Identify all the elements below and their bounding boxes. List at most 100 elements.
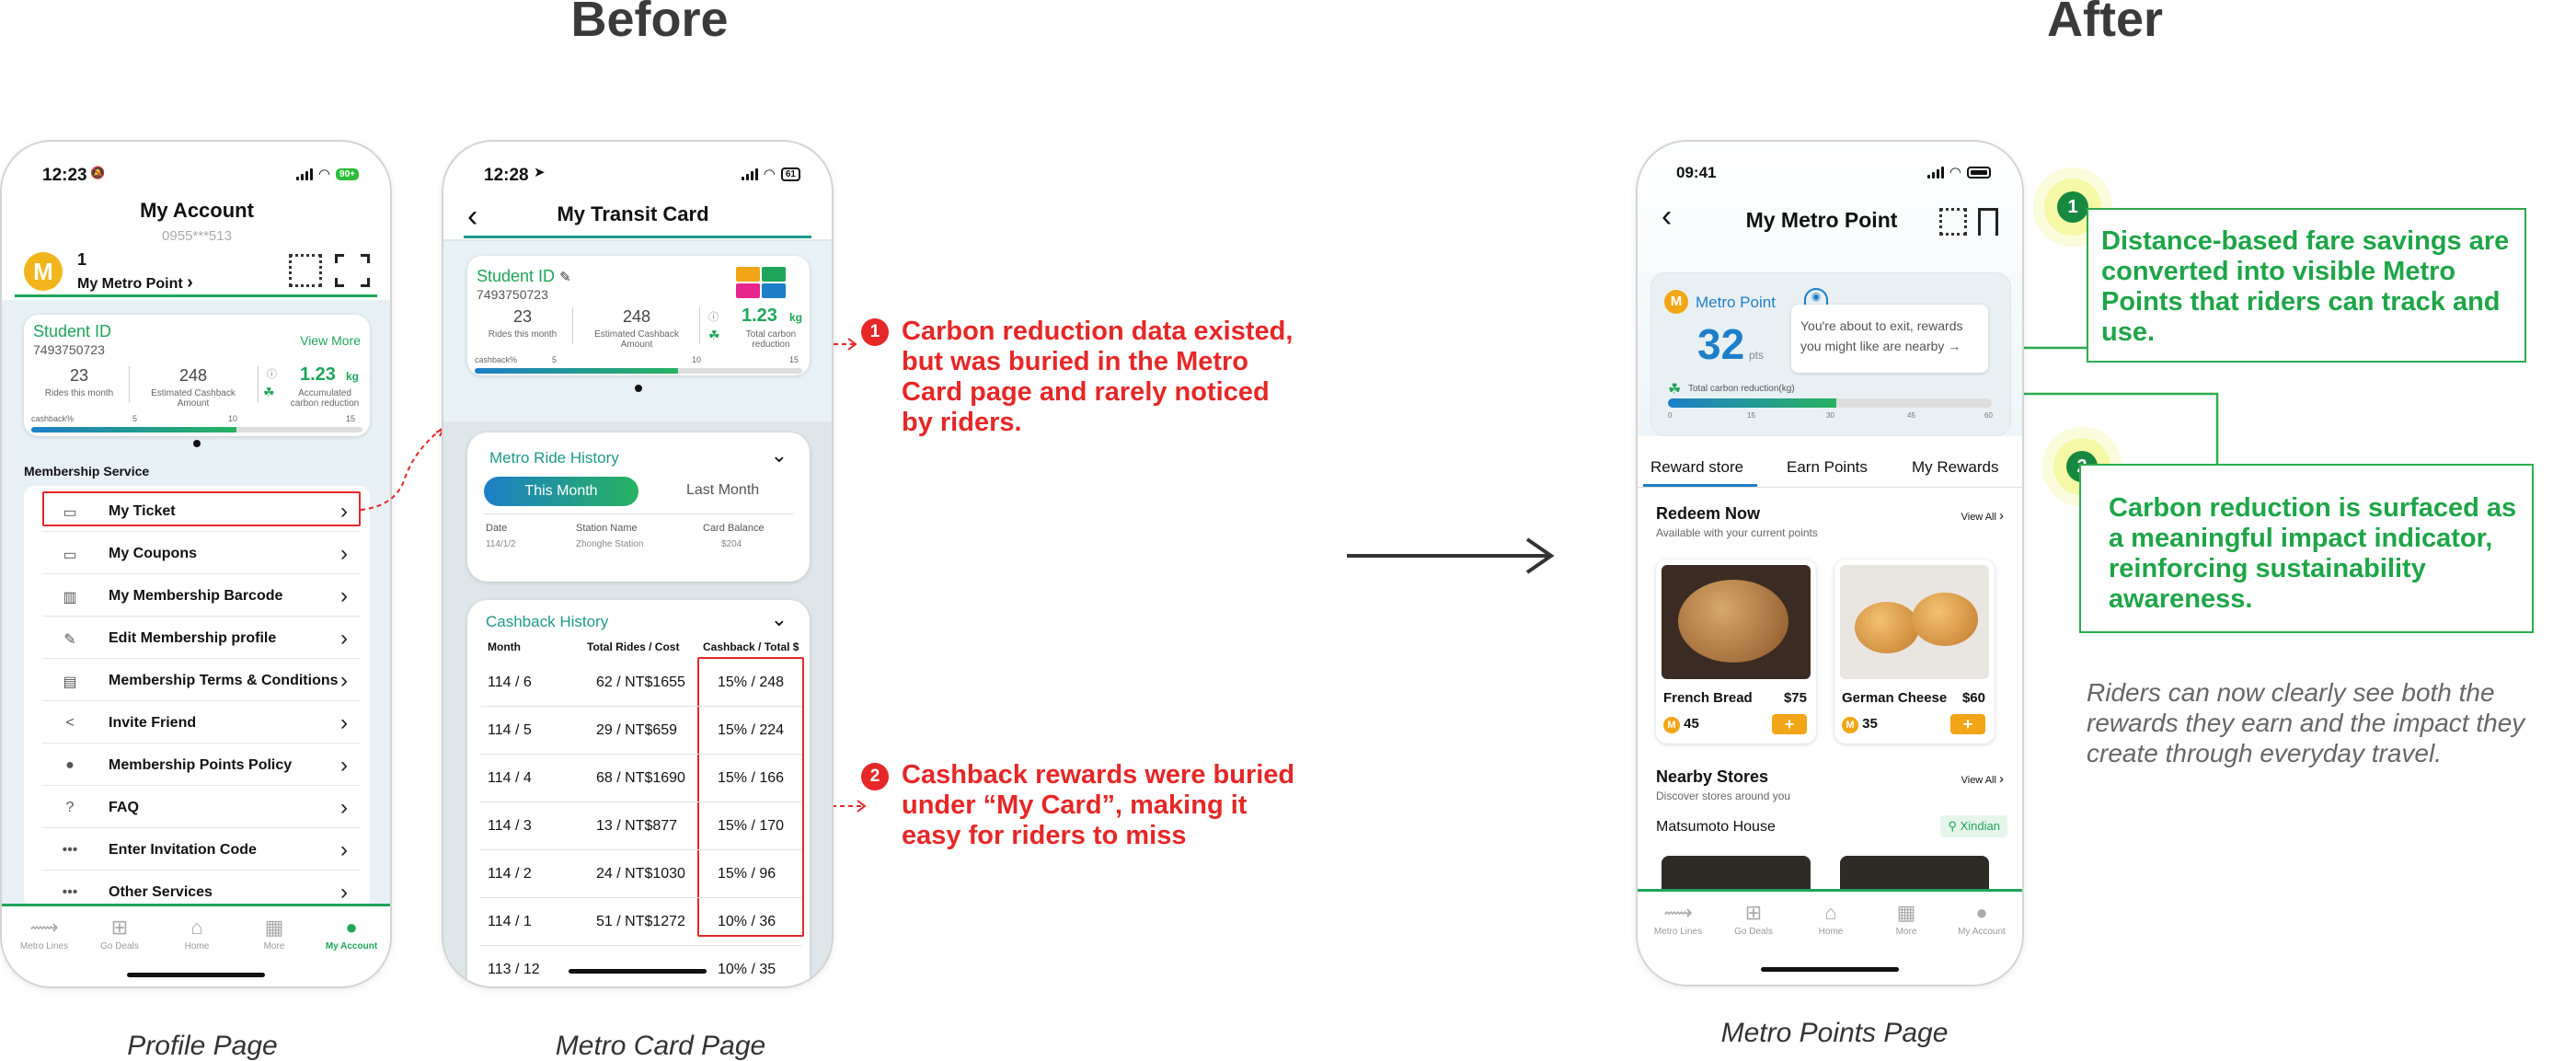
menu-item[interactable]: ▥My Membership Barcode› xyxy=(42,576,361,617)
back-chevron-icon[interactable]: ‹ xyxy=(467,199,478,234)
card-brand-logo-icon xyxy=(736,267,786,300)
tab-reward-store[interactable]: Reward store xyxy=(1650,458,1744,476)
note-line: a meaningful impact indicator, xyxy=(2109,524,2493,553)
nav-label: Home xyxy=(1818,927,1844,937)
chevron-down-icon[interactable]: ⌄ xyxy=(770,607,788,630)
chevron-down-icon[interactable]: ⌄ xyxy=(770,444,788,467)
menu-item[interactable]: <Invite Friend› xyxy=(42,703,361,744)
chevron-right-icon: › xyxy=(340,540,348,566)
view-all-nearby-link[interactable]: View All › xyxy=(1961,771,2004,787)
battery-icon xyxy=(1967,166,1991,179)
nav-metro-lines[interactable]: ⟿Metro Lines xyxy=(1641,901,1715,937)
menu-item-label: Edit Membership profile xyxy=(109,629,277,646)
tab-this-month[interactable]: This Month xyxy=(484,477,638,506)
cell-month: 114 / 1 xyxy=(488,914,532,929)
back-chevron-icon[interactable]: ‹ xyxy=(1662,199,1673,234)
tab-last-month[interactable]: Last Month xyxy=(686,482,760,498)
points-card[interactable]: M Metro Point ◉ 32 pts You're about to e… xyxy=(1650,272,2011,436)
menu-item[interactable]: ✎Edit Membership profile› xyxy=(42,618,361,659)
status-bar: 12:23 🔕 ◠ 90+ xyxy=(2,142,390,197)
status-time: 12:28 xyxy=(484,166,529,185)
cell-rides-cost: 62 / NT$1655 xyxy=(596,675,685,690)
menu-item[interactable]: •••Enter Invitation Code› xyxy=(42,830,361,871)
cashback-progress xyxy=(31,427,362,432)
transit-student-card[interactable]: Student ID ✎ 7493750723 23 Rides this mo… xyxy=(467,256,810,375)
student-card[interactable]: Student ID 7493750723 View More 23 Rides… xyxy=(24,315,370,436)
points-value: 32 xyxy=(1697,320,1745,368)
nav-go-deals[interactable]: ⊞Go Deals xyxy=(83,916,156,951)
scan-icon[interactable] xyxy=(335,254,370,287)
cashback-value: 248 xyxy=(622,307,651,326)
chevron-right-icon: › xyxy=(340,836,348,862)
edit-pencil-icon[interactable]: ✎ xyxy=(559,270,571,285)
ride-balance: $204 xyxy=(721,539,742,549)
my-metro-point-link[interactable]: My Metro Point › xyxy=(77,272,193,294)
exit-tooltip[interactable]: You're about to exit, rewards you might … xyxy=(1791,305,1988,373)
metro-lines-icon: ⟿ xyxy=(29,916,59,939)
tab-earn-points[interactable]: Earn Points xyxy=(1787,458,1868,476)
menu-item[interactable]: ●Membership Points Policy› xyxy=(42,745,361,786)
menu-item-label: Enter Invitation Code xyxy=(109,841,257,858)
menu-item[interactable]: ▭My Coupons› xyxy=(42,534,361,574)
nearby-subtitle: Discover stores around you xyxy=(1656,790,1791,802)
product-card-german-cheese[interactable]: German Cheese $60 M 35 + xyxy=(1834,559,1995,744)
nav-label: Metro Lines xyxy=(1653,927,1703,937)
points-icon: ● xyxy=(65,756,75,773)
menu-item-label: Other Services xyxy=(109,883,213,900)
add-button[interactable]: + xyxy=(1772,714,1807,734)
add-button[interactable]: + xyxy=(1950,714,1985,734)
home-indicator xyxy=(569,969,707,974)
nav-more[interactable]: ▦More xyxy=(237,916,311,951)
transit-phone: 12:28 ➤ ◠ 61 ‹ My Transit Card Student I… xyxy=(442,140,834,988)
nav-label: My Account xyxy=(325,941,378,951)
scale-tick: 10 xyxy=(692,355,702,364)
nav-my-account[interactable]: ●My Account xyxy=(1945,901,2018,937)
nav-home[interactable]: ⌂ Home xyxy=(1794,901,1868,937)
chevron-right-icon: › xyxy=(1999,508,2004,524)
nav-go-deals[interactable]: ⊞Go Deals xyxy=(1717,901,1790,937)
tab-my-rewards[interactable]: My Rewards xyxy=(1912,458,1999,476)
bookmark-icon[interactable] xyxy=(1978,208,1998,236)
qr-code-icon[interactable] xyxy=(289,254,322,287)
menu-item[interactable]: ▭My Ticket› xyxy=(42,491,361,532)
cell-month: 114 / 3 xyxy=(488,818,532,834)
nav-my-account[interactable]: ● My Account xyxy=(315,916,388,951)
summary-line: Riders can now clearly see both the xyxy=(2087,678,2495,707)
col-station: Station Name xyxy=(576,523,638,534)
after-note-2-text: Carbon reduction is surfaced as a meanin… xyxy=(2109,493,2516,615)
info-icon[interactable]: ⓘ xyxy=(267,369,277,380)
carbon-value: 1.23 xyxy=(742,306,777,326)
note-line: Card page and rarely noticed xyxy=(902,377,1270,407)
scale-tick: 5 xyxy=(552,355,558,364)
note-line: but was buried in the Metro xyxy=(902,347,1249,376)
person-icon: ● xyxy=(345,916,358,939)
view-more-link[interactable]: View More xyxy=(300,333,361,348)
cell-rides-cost: 24 / NT$1030 xyxy=(596,866,685,882)
person-icon: ● xyxy=(1975,901,1988,924)
nav-metro-lines[interactable]: ⟿Metro Lines xyxy=(7,916,81,951)
carousel-dot xyxy=(635,385,642,392)
menu-item[interactable]: ▤Membership Terms & Conditions› xyxy=(42,661,361,701)
nav-home[interactable]: ⌂Home xyxy=(160,916,234,951)
nav-more[interactable]: ▦More xyxy=(1869,901,1943,937)
view-all-redeem-link[interactable]: View All › xyxy=(1961,508,2004,524)
carbon-label: Total carbon reduction(kg) xyxy=(1688,384,1795,394)
menu-item[interactable]: ?FAQ› xyxy=(42,788,361,828)
metro-point-label: Metro Point xyxy=(1696,294,1776,311)
points-unit: pts xyxy=(1749,349,1765,362)
info-icon[interactable]: ⓘ xyxy=(708,312,719,323)
dots-icon: ••• xyxy=(62,883,78,900)
profile-phone: 12:23 🔕 ◠ 90+ My Account 0955***513 M 1 … xyxy=(0,140,392,988)
cell-month: 113 / 12 xyxy=(488,962,540,977)
carbon-value: 1.23 xyxy=(300,364,336,385)
cell-rides-cost: 29 / NT$659 xyxy=(596,722,678,738)
metro-point-phone: 09:41 ◠ ‹ My Metro Point M Metro Point ◉… xyxy=(1636,140,2024,986)
card-number: 7493750723 xyxy=(33,342,105,357)
product-card-french-bread[interactable]: French Bread $75 M 45 + xyxy=(1656,559,1816,744)
point-count: 1 xyxy=(77,250,87,269)
note-1-text: Carbon reduction data existed, but was b… xyxy=(902,317,1293,438)
home-icon: ⌂ xyxy=(1824,901,1837,924)
cell-rides-cost: 13 / NT$877 xyxy=(596,818,678,834)
chevron-right-icon: › xyxy=(340,625,348,651)
qr-code-icon[interactable] xyxy=(1939,208,1967,236)
